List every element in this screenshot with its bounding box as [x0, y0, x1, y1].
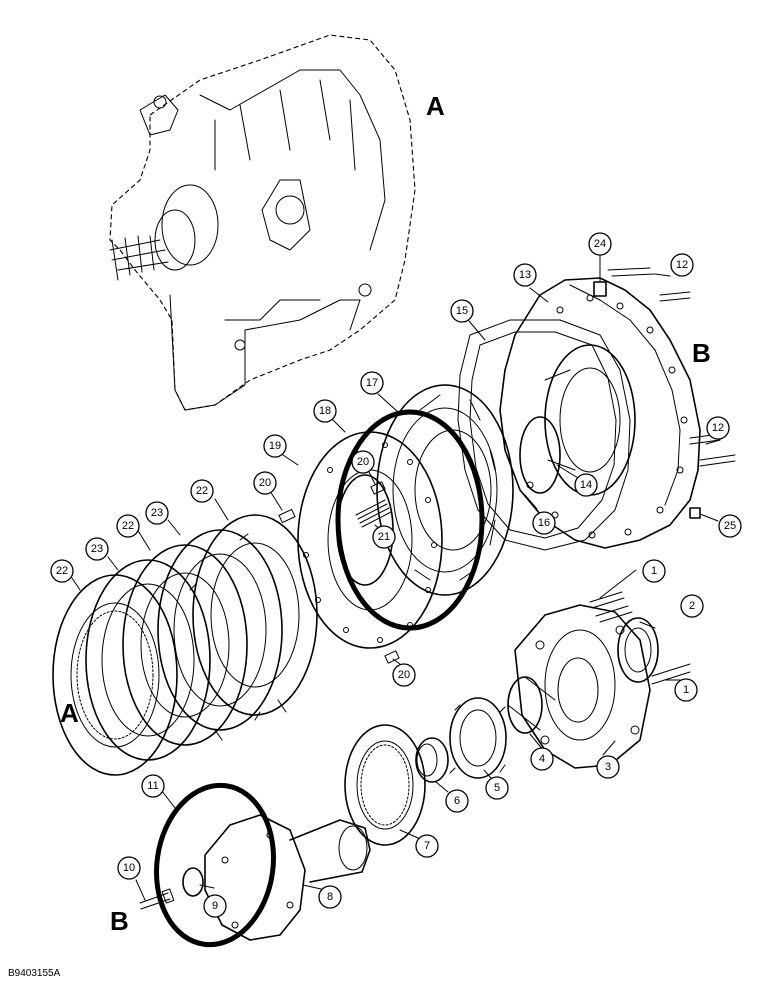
- callout-label: 17: [366, 377, 378, 389]
- sleeve-4: [507, 676, 556, 734]
- callout-label: 7: [424, 840, 430, 852]
- callout-label: 12: [676, 259, 688, 271]
- callout-label: 11: [147, 780, 158, 792]
- callout-label: 25: [724, 520, 736, 532]
- callout-4: 4: [530, 747, 554, 771]
- callout-label: 14: [580, 479, 592, 491]
- pump-gear: [449, 697, 507, 779]
- bolts-12-right: [689, 433, 736, 467]
- callout-3: 3: [596, 755, 620, 779]
- callout-19: 19: [263, 434, 287, 458]
- callout-11: 11: [141, 774, 165, 798]
- figure-id: B9403155A: [8, 968, 61, 979]
- output-hub: [204, 814, 371, 941]
- callout-18: 18: [313, 399, 337, 423]
- callout-22b: 22: [116, 514, 140, 538]
- bearing-2: [617, 617, 659, 683]
- callout-1a: 1: [642, 559, 666, 583]
- callout-label: 15: [456, 305, 468, 317]
- callout-label: 20: [398, 669, 410, 681]
- fitting-24: [593, 281, 607, 297]
- callout-10: 10: [117, 856, 141, 880]
- view-label-a-left: A: [60, 698, 79, 728]
- callout-8: 8: [318, 885, 342, 909]
- callout-9: 9: [203, 894, 227, 918]
- plug-9: [182, 867, 204, 897]
- callout-label: 4: [539, 753, 545, 765]
- callout-label: 22: [122, 520, 134, 532]
- callout-25: 25: [718, 514, 742, 538]
- callout-12b: 12: [706, 416, 730, 440]
- pin-20-a: [278, 508, 296, 524]
- callout-20b: 20: [351, 450, 375, 474]
- callout-label: 20: [357, 456, 369, 468]
- transmission-housing: [499, 277, 701, 549]
- callout-label: 21: [378, 531, 390, 543]
- callout-14: 14: [574, 473, 598, 497]
- callout-label: 6: [454, 795, 460, 807]
- callout-label: 3: [605, 761, 611, 773]
- view-label-b-bottom: B: [110, 906, 129, 936]
- view-label-a-top: A: [426, 91, 445, 121]
- callout-22c: 22: [190, 479, 214, 503]
- callout-label: 18: [319, 405, 331, 417]
- callout-label: 23: [151, 507, 163, 519]
- callout-21: 21: [372, 525, 396, 549]
- o-ring-14: [519, 416, 561, 494]
- leader-lines: [71, 252, 721, 901]
- callout-5: 5: [485, 776, 509, 800]
- seal-ring-18: [335, 409, 485, 631]
- callout-15: 15: [450, 299, 474, 323]
- transmission-assembly: [109, 34, 416, 411]
- callout-label: 22: [196, 485, 208, 497]
- o-ring-11: [153, 782, 277, 948]
- clutch-disc-22-a: [52, 574, 178, 776]
- callout-17: 17: [360, 371, 384, 395]
- callout-label: 23: [91, 543, 103, 555]
- callout-label: 5: [494, 782, 500, 794]
- pin-20-c: [384, 650, 400, 664]
- screw-10: [139, 888, 175, 910]
- callout-7: 7: [415, 834, 439, 858]
- pin-20-b: [370, 481, 386, 495]
- pump-housing: [514, 604, 651, 769]
- callout-label: 2: [689, 600, 695, 612]
- callout-13: 13: [513, 263, 537, 287]
- bolts-1: [589, 591, 691, 685]
- callout-label: 13: [519, 269, 531, 281]
- callout-label: 1: [683, 684, 689, 696]
- callout-22a: 22: [50, 559, 74, 583]
- clutch-piston: [376, 384, 514, 596]
- callout-label: 22: [56, 565, 68, 577]
- callout-label: 1: [651, 565, 657, 577]
- callout-label: 9: [212, 900, 218, 912]
- clutch-disc-22-c: [192, 514, 318, 721]
- bolts-12-top: [607, 267, 691, 302]
- bushing-6: [415, 737, 449, 783]
- callout-20a: 20: [253, 471, 277, 495]
- callout-16: 16: [532, 511, 556, 535]
- callout-1b: 1: [674, 678, 698, 702]
- fitting-25: [689, 507, 701, 519]
- callout-label: 20: [259, 477, 271, 489]
- callout-2: 2: [680, 594, 704, 618]
- clutch-disc-22-b: [122, 544, 248, 746]
- clutch-plate-23-b: [157, 529, 283, 731]
- spring-21: [355, 499, 392, 528]
- callout-label: 12: [712, 422, 724, 434]
- callout-24: 24: [588, 232, 612, 256]
- callout-23a: 23: [85, 537, 109, 561]
- callout-6: 6: [445, 789, 469, 813]
- callout-23b: 23: [145, 501, 169, 525]
- callout-20c: 20: [392, 663, 416, 687]
- callout-12a: 12: [670, 253, 694, 277]
- callout-label: 16: [538, 517, 550, 529]
- callout-label: 24: [594, 238, 606, 250]
- callout-label: 8: [327, 891, 333, 903]
- ring-gear-7: [344, 724, 426, 846]
- callout-label: 19: [269, 440, 281, 452]
- callout-label: 10: [123, 862, 135, 874]
- view-label-b-right: B: [692, 338, 711, 368]
